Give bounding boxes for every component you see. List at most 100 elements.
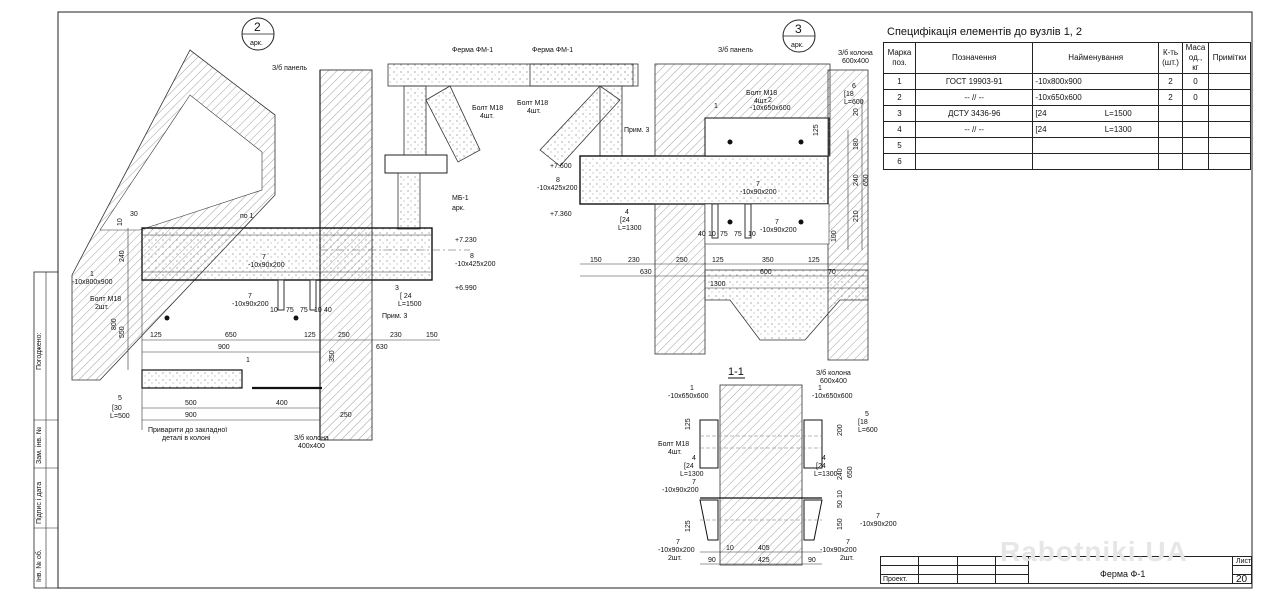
label: -10x425x200 bbox=[537, 185, 578, 192]
spec-cell bbox=[1032, 137, 1103, 154]
label: 630 bbox=[376, 344, 388, 351]
label: [18 bbox=[844, 91, 854, 98]
label: З/б панель bbox=[718, 46, 753, 54]
label: 1 bbox=[90, 271, 94, 278]
tb-proj: Проект. bbox=[879, 574, 920, 584]
section-label: 1-1 bbox=[728, 366, 744, 378]
spec-cell bbox=[1182, 153, 1209, 170]
spec-cell bbox=[1102, 153, 1160, 170]
spec-cell bbox=[1102, 73, 1160, 90]
label: 75 bbox=[720, 231, 728, 238]
spec-cell: 6 bbox=[883, 153, 916, 170]
label: 2шт. bbox=[840, 555, 854, 562]
label: 4шт. bbox=[480, 113, 494, 120]
label: +7.600 bbox=[550, 163, 572, 170]
stamp-inv-orig: Інв. № об. bbox=[35, 549, 43, 582]
label: 900 bbox=[185, 412, 197, 419]
label: 10 bbox=[837, 490, 844, 498]
label: 650 bbox=[863, 174, 870, 186]
spec-header: К-ть (шт.) bbox=[1158, 42, 1183, 74]
label: 30 bbox=[130, 211, 138, 218]
label: 8 bbox=[556, 177, 560, 184]
label: 4шт. bbox=[668, 449, 682, 456]
label: [ 24 bbox=[400, 293, 412, 300]
spec-header: Найменування bbox=[1032, 42, 1160, 74]
label: 240 bbox=[119, 250, 126, 262]
label: 900 bbox=[218, 344, 230, 351]
label: 7 bbox=[775, 219, 779, 226]
label: Ферма ФМ-1 bbox=[452, 47, 493, 54]
label: 125 bbox=[813, 124, 820, 136]
spec-cell: [24 bbox=[1032, 105, 1103, 122]
sheet-number: 20 bbox=[1236, 574, 1248, 585]
node2-mark-sub: арк. bbox=[250, 40, 263, 47]
label: 10 bbox=[726, 545, 734, 552]
label: 90 bbox=[808, 557, 816, 564]
spec-cell bbox=[1158, 121, 1183, 138]
spec-cell: -10x650x600 bbox=[1032, 89, 1103, 106]
drawing-name: Ферма Ф-1 bbox=[1100, 569, 1146, 579]
label: 4шт. bbox=[527, 108, 541, 115]
label: +7.230 bbox=[455, 237, 477, 244]
label: З/б колона bbox=[838, 49, 873, 57]
label: 240 bbox=[837, 468, 844, 480]
label: 75 bbox=[734, 231, 742, 238]
label: 2 bbox=[768, 97, 772, 104]
label: 7 bbox=[248, 293, 252, 300]
label: -10x90x200 bbox=[662, 487, 699, 494]
label: -10x650x600 bbox=[750, 105, 791, 112]
label: 7 bbox=[692, 479, 696, 486]
label: 4 bbox=[692, 455, 696, 462]
spec-cell bbox=[1182, 121, 1209, 138]
node-2-labels: 2 арк. З/б панель Ферма ФМ-1 Болт М18 4ш… bbox=[72, 17, 503, 450]
label: Ферма ФМ-1 bbox=[532, 47, 573, 54]
spec-header: Марка поз. bbox=[883, 42, 916, 74]
label: Болт М18 bbox=[658, 441, 689, 448]
spec-header: Маса од., кг bbox=[1182, 42, 1209, 74]
spec-cell bbox=[1182, 105, 1209, 122]
label: Болт М18 bbox=[472, 105, 503, 112]
label: З/б колона bbox=[294, 434, 329, 442]
label: 125 bbox=[685, 520, 692, 532]
label: 650 bbox=[225, 332, 237, 339]
spec-cell bbox=[914, 137, 1034, 154]
label: 230 bbox=[390, 332, 402, 339]
section-1-1-drawing bbox=[699, 377, 823, 566]
label: 125 bbox=[304, 332, 316, 339]
label: 40 bbox=[324, 307, 332, 314]
spec-cell: -- // -- bbox=[914, 121, 1034, 138]
label: L=600 bbox=[844, 99, 864, 106]
label: 240 bbox=[853, 174, 860, 186]
label: 600 bbox=[760, 269, 772, 276]
spec-table: Марка поз. Позначення Найменування К-ть … bbox=[883, 42, 1252, 170]
label: 400x400 bbox=[298, 443, 325, 450]
label: 125 bbox=[808, 257, 820, 264]
label: Приварити до закладної bbox=[148, 427, 227, 434]
spec-cell: L=1300 bbox=[1102, 121, 1160, 138]
label: МБ-1 bbox=[452, 195, 469, 202]
spec-cell: 2 bbox=[883, 89, 916, 106]
label: L=600 bbox=[858, 427, 878, 434]
sheet-label: Лист bbox=[1236, 558, 1252, 565]
label: 4 bbox=[822, 455, 826, 462]
spec-cell: -10x800x900 bbox=[1032, 73, 1103, 90]
label: деталі в колоні bbox=[162, 434, 211, 442]
label: 250 bbox=[338, 332, 350, 339]
label: 7 bbox=[676, 539, 680, 546]
spec-cell bbox=[1102, 137, 1160, 154]
spec-cell bbox=[1207, 137, 1252, 154]
spec-cell bbox=[1207, 153, 1252, 170]
label: 1 bbox=[690, 385, 694, 392]
label: +6.990 bbox=[455, 285, 477, 292]
section-1-1-labels: 1-1 З/б колона 600x400 1 -10x650x600 1 -… bbox=[658, 366, 897, 564]
label: 425 bbox=[758, 557, 770, 564]
label: 10 bbox=[117, 218, 124, 226]
label: L=1500 bbox=[398, 301, 422, 308]
spec-cell bbox=[1158, 137, 1183, 154]
label: 180 bbox=[853, 138, 860, 150]
stamp-inv-repl: Зам. інв. № bbox=[35, 427, 43, 464]
label: L=1300 bbox=[680, 471, 704, 478]
label: 100 bbox=[831, 230, 838, 242]
